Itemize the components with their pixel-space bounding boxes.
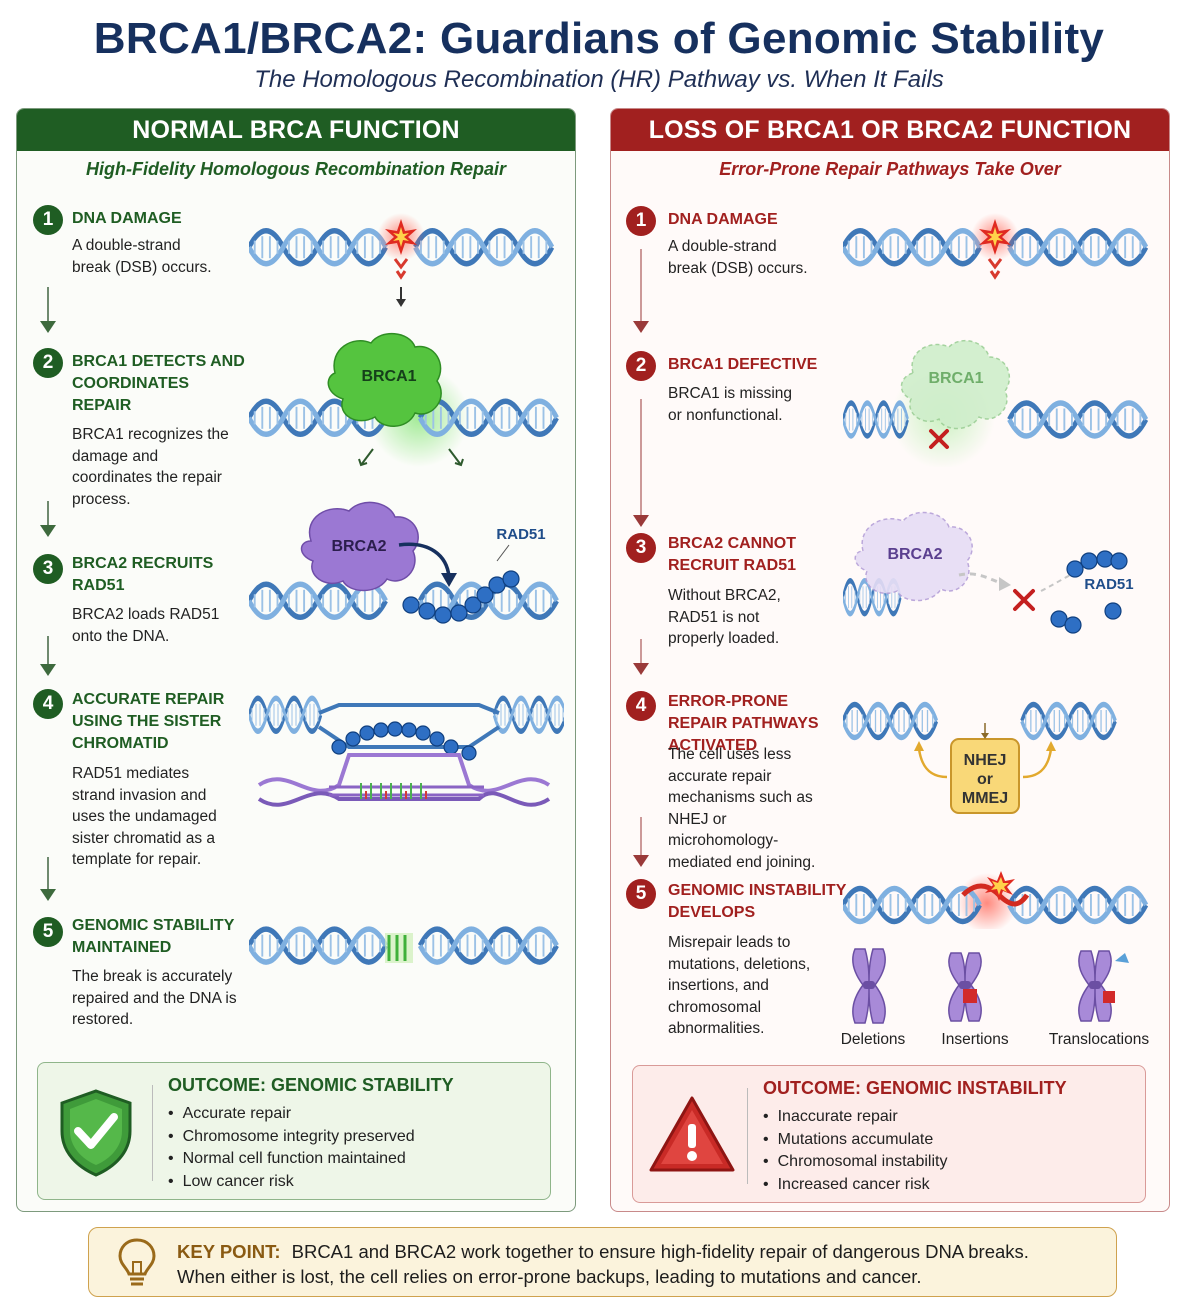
loss-outcome-box: OUTCOME: GENOMIC INSTABILITY Inaccurate … [632, 1065, 1146, 1203]
step-number: 4 [626, 691, 656, 721]
unstable-dna-illustration [843, 871, 1153, 929]
x-mark-icon [1013, 589, 1035, 611]
outcome-item: Chromosomal instability [763, 1151, 948, 1174]
step-title: DNA DAMAGE [668, 211, 778, 228]
brca2-label: BRCA2 [331, 538, 386, 555]
brca2-faded-label: BRCA2 [887, 546, 942, 563]
outcome-item: Increased cancer risk [763, 1174, 947, 1197]
chromosome-label-deletions: Deletions [840, 1031, 906, 1048]
step-number: 5 [33, 917, 63, 947]
page-title: BRCA1/BRCA2: Guardians of Genomic Stabil… [93, 14, 1105, 63]
brca1-detects-illustration: BRCA1 [249, 333, 559, 467]
rad51-label: RAD51 [496, 526, 545, 543]
translocation-chromosome-icon [1078, 950, 1129, 1022]
rad51-label: RAD51 [1084, 576, 1133, 593]
brca1-label: BRCA1 [361, 368, 416, 385]
loss-of-function-panel: LOSS OF BRCA1 OR BRCA2 FUNCTION Error-Pr… [610, 108, 1170, 1212]
step-title: BRCA2 RECRUITS RAD51 [72, 555, 214, 594]
normal-outcome-box: OUTCOME: GENOMIC STABILITY Accurate repa… [37, 1062, 551, 1200]
outcome-title: OUTCOME: GENOMIC STABILITY [168, 1075, 454, 1095]
normal-panel-header: NORMAL BRCA FUNCTION [17, 109, 575, 151]
outcome-divider [747, 1088, 748, 1184]
step-title: ERROR-PRONE REPAIR PATHWAYS ACTIVATED [668, 693, 819, 754]
chromosome-label-insertions: Insertions [941, 1031, 1009, 1048]
chromosome-label-translocations: Translocations [1048, 1031, 1150, 1048]
step-number: 3 [33, 554, 63, 584]
flow-arrow [633, 817, 649, 867]
outcome-item: Mutations accumulate [763, 1129, 947, 1152]
normal-panel-subheader: High-Fidelity Homologous Recombination R… [85, 159, 506, 179]
nhej-label: NHEJ [964, 752, 1007, 769]
step-number: 4 [33, 689, 63, 719]
step-number: 3 [626, 533, 656, 563]
key-point-line-2: When either is lost, the cell relies on … [177, 1266, 922, 1287]
brca2-recruits-illustration: BRCA2 RAD51 [249, 501, 564, 624]
step-title: BRCA1 DETECTS AND COORDINATES REPAIR [72, 353, 245, 414]
outcome-list: Accurate repair Chromosome integrity pre… [168, 1103, 415, 1193]
step-title: GENOMIC STABILITY MAINTAINED [72, 917, 235, 956]
flow-arrow [40, 287, 56, 333]
flow-arrow [40, 636, 56, 676]
step-description: BRCA1 recognizes the damage and coordina… [72, 426, 229, 508]
shield-check-icon [60, 1089, 132, 1177]
step-number: 2 [33, 348, 63, 378]
dna-break-illustration [249, 213, 559, 307]
nhej-or-label: or [977, 771, 993, 788]
insertion-chromosome-icon [948, 952, 982, 1022]
flow-arrow [633, 249, 649, 333]
step-title: BRCA2 CANNOT RECRUIT RAD51 [668, 535, 797, 574]
step-description: BRCA1 is missing or nonfunctional. [668, 385, 793, 424]
step-number: 2 [626, 351, 656, 381]
key-point-box: KEY POINT: BRCA1 and BRCA2 work together… [88, 1227, 1117, 1297]
step-number: 5 [626, 879, 656, 909]
key-point-line-1: BRCA1 and BRCA2 work together to ensure … [291, 1241, 1029, 1262]
step-description: The cell uses less accurate repair mecha… [668, 746, 816, 871]
step-title: GENOMIC INSTABILITY DEVELOPS [668, 882, 847, 921]
outcome-item: Accurate repair [168, 1103, 415, 1126]
step-description: Misrepair leads to mutations, deletions,… [668, 934, 811, 1037]
loss-panel-subheader: Error-Prone Repair Pathways Take Over [719, 159, 1061, 179]
loss-panel-header: LOSS OF BRCA1 OR BRCA2 FUNCTION [611, 109, 1169, 151]
step-description: RAD51 mediates strand invasion and uses … [72, 765, 217, 868]
flow-arrow [633, 639, 649, 675]
key-point-text: KEY POINT: BRCA1 and BRCA2 work together… [177, 1239, 1097, 1289]
page-subtitle: The Homologous Recombination (HR) Pathwa… [254, 66, 944, 93]
step-title: BRCA1 DEFECTIVE [668, 356, 818, 373]
strand-invasion-illustration [249, 695, 564, 807]
dna-break-illustration [843, 213, 1153, 280]
mmej-label: MMEJ [962, 790, 1008, 807]
warning-triangle-icon [649, 1096, 735, 1172]
key-point-label: KEY POINT: [177, 1241, 281, 1262]
step-description: A double-strand break (DSB) occurs. [668, 238, 808, 277]
x-mark-icon [929, 429, 949, 449]
step-title: DNA DAMAGE [72, 210, 182, 227]
brca2-cannot-recruit-illustration: BRCA2 RAD51 [843, 511, 1134, 634]
step-number: 1 [626, 206, 656, 236]
step-title: ACCURATE REPAIR USING THE SISTER CHROMAT… [72, 691, 225, 752]
outcome-title: OUTCOME: GENOMIC INSTABILITY [763, 1078, 1067, 1098]
flow-arrow [40, 857, 56, 901]
normal-function-panel: NORMAL BRCA FUNCTION High-Fidelity Homol… [16, 108, 576, 1212]
outcome-item: Low cancer risk [168, 1171, 415, 1194]
flow-arrow [633, 399, 649, 527]
brca1-faded-label: BRCA1 [928, 370, 983, 387]
step-description: A double-strand break (DSB) occurs. [72, 237, 212, 276]
repaired-dna-illustration [249, 917, 564, 977]
outcome-item: Normal cell function maintained [168, 1148, 415, 1171]
lightbulb-icon [118, 1238, 156, 1286]
outcome-divider [152, 1085, 153, 1181]
step-description: The break is accurately repaired and the… [72, 968, 237, 1028]
outcome-list: Inaccurate repair Mutations accumulate C… [763, 1106, 948, 1197]
step-description: Without BRCA2, RAD51 is not properly loa… [668, 587, 781, 647]
outcome-item: Chromosome integrity preserved [168, 1126, 415, 1149]
chromosome-abnormalities-illustration [852, 948, 1129, 1024]
nhej-repair-illustration: NHEJ or MMEJ [843, 699, 1153, 814]
brca1-defective-illustration: BRCA1 [843, 339, 1153, 467]
step-description: BRCA2 loads RAD51 onto the DNA. [72, 606, 220, 645]
step-number: 1 [33, 205, 63, 235]
flow-arrow [40, 501, 56, 537]
deletion-chromosome-icon [852, 948, 886, 1024]
outcome-item: Inaccurate repair [763, 1106, 947, 1129]
